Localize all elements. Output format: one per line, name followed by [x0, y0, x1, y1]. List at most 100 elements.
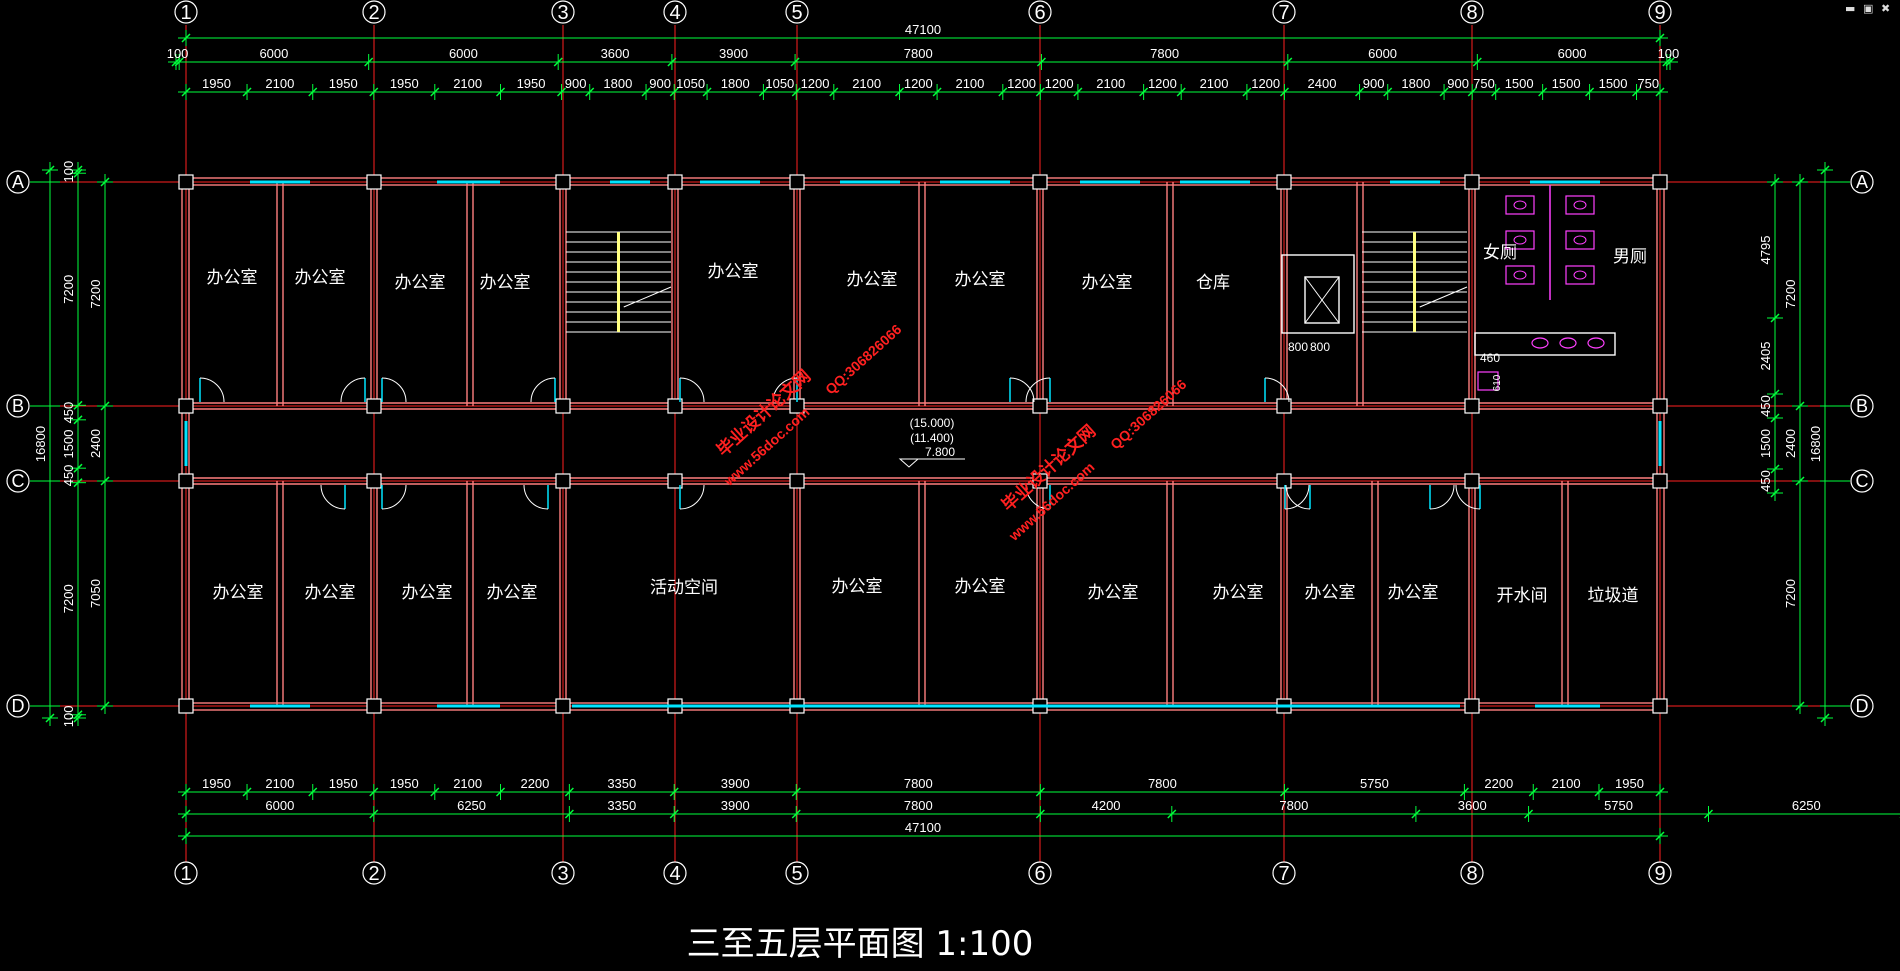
dim-text: 2100 — [955, 76, 984, 91]
axis-bubble — [785, 0, 809, 24]
dim-tick — [369, 87, 379, 97]
dim-text: 1050 — [676, 76, 705, 91]
dim-tick — [1795, 476, 1805, 486]
dim-text: 3900 — [719, 46, 748, 61]
column — [555, 698, 571, 714]
dim-tick — [73, 400, 83, 410]
elevation-text: (11.400) — [910, 431, 954, 445]
dim-text: 1200 — [904, 76, 933, 91]
dim-text: 1200 — [801, 76, 830, 91]
axis-bubble — [1028, 861, 1052, 885]
dim-tick — [641, 87, 651, 97]
toilet-bowl — [1513, 270, 1527, 280]
dim-text: 2100 — [453, 776, 482, 791]
restore-icon[interactable]: ▣ — [1863, 2, 1874, 15]
dim-tick — [1035, 787, 1045, 797]
dim-tick — [667, 57, 677, 67]
dim-text: 1950 — [390, 76, 419, 91]
dim-tick — [242, 87, 252, 97]
dim-tick — [181, 831, 191, 841]
dim-text: 3350 — [607, 776, 636, 791]
dim-tick — [1283, 57, 1293, 67]
elevator-x — [1304, 276, 1340, 324]
room-label: 女厕 — [1483, 243, 1517, 262]
dim-text: 900 — [1363, 76, 1385, 91]
elevator-car — [1304, 276, 1340, 324]
room-label: 办公室 — [487, 583, 538, 602]
column — [789, 473, 805, 489]
column — [366, 174, 382, 190]
dim-text: 1200 — [1045, 76, 1074, 91]
dim-text: 7800 — [1150, 46, 1179, 61]
dim-tick — [790, 57, 800, 67]
dim-tick — [1459, 787, 1469, 797]
room-label: 办公室 — [305, 583, 356, 602]
dim-tick — [553, 57, 563, 67]
dim-text: 7200 — [1783, 579, 1798, 608]
dim-text: 900 — [565, 76, 587, 91]
axis-label: 1 — [180, 2, 191, 24]
dim-text: 750 — [1637, 76, 1659, 91]
dim-tick — [100, 476, 110, 486]
toilet-stall — [1505, 230, 1535, 250]
dim-tick — [585, 87, 595, 97]
dim-tick — [242, 787, 252, 797]
dim-tick — [1770, 389, 1780, 399]
dim-tick — [1036, 57, 1046, 67]
door-swing — [523, 484, 549, 510]
dim-text: 7200 — [61, 584, 76, 613]
dim-text: 2100 — [852, 76, 881, 91]
room-label: 办公室 — [1082, 273, 1133, 292]
dim-tick — [1355, 87, 1365, 97]
axis-label: A — [1856, 172, 1868, 192]
dim-tick — [1770, 464, 1780, 474]
dim-tick — [1655, 33, 1665, 43]
axis-bubble — [663, 861, 687, 885]
column — [667, 473, 683, 489]
dim-text: 47100 — [905, 22, 941, 37]
dim-text: 3900 — [721, 798, 750, 813]
dim-text: 2400 — [88, 429, 103, 458]
elevator-shaft — [1281, 254, 1355, 334]
dim-tick — [73, 168, 83, 178]
toilet-stall — [1565, 230, 1595, 250]
axis-label: A — [12, 172, 24, 192]
dim-tick — [1655, 831, 1665, 841]
minimize-icon[interactable]: ▬ — [1845, 2, 1856, 15]
dim-tick — [669, 87, 679, 97]
axis-bubble — [663, 0, 687, 24]
dim-text: 7800 — [904, 46, 933, 61]
column — [1276, 174, 1292, 190]
dim-text: 1950 — [1615, 776, 1644, 791]
dim-tick — [1035, 87, 1045, 97]
axis-label: 8 — [1466, 863, 1477, 885]
dim-text: 610 — [1492, 374, 1503, 391]
dim-tick — [1770, 313, 1780, 323]
dim-text: 750 — [1473, 76, 1495, 91]
dim-tick — [1795, 401, 1805, 411]
watermark-text: QQ:306826066 — [1107, 376, 1190, 453]
dim-text: 1500 — [1758, 429, 1773, 458]
dim-tick — [1167, 809, 1177, 819]
dim-text: 900 — [649, 76, 671, 91]
axis-bubble — [362, 0, 386, 24]
room-label: 办公室 — [847, 270, 898, 289]
dim-tick — [73, 710, 83, 720]
dim-text: 6000 — [265, 798, 294, 813]
dim-text: 1800 — [1401, 76, 1430, 91]
axis-label: D — [1856, 696, 1869, 716]
close-icon[interactable]: ✖ — [1881, 2, 1891, 15]
dim-text: 2400 — [1783, 429, 1798, 458]
dim-text: 1200 — [1251, 76, 1280, 91]
axis-label: 2 — [368, 2, 379, 24]
dim-tick — [791, 809, 801, 819]
column — [1276, 398, 1292, 414]
dim-text: 7800 — [904, 798, 933, 813]
dim-text: 100 — [1658, 46, 1680, 61]
axis-bubble — [6, 394, 30, 418]
dim-text: 2200 — [1484, 776, 1513, 791]
room-label: 办公室 — [395, 273, 446, 292]
dim-tick — [1594, 787, 1604, 797]
axis-label: 3 — [557, 863, 568, 885]
